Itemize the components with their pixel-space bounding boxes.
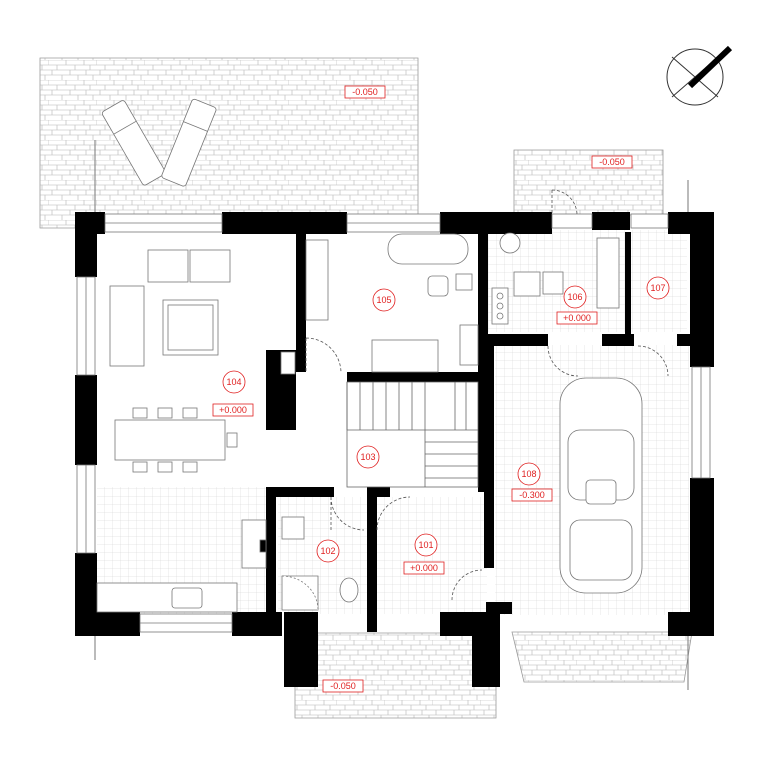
washer-icon: [513, 271, 541, 297]
washbasin-icon: [281, 516, 305, 540]
room-number-105: 105: [376, 295, 391, 305]
dining-table-icon: [114, 419, 226, 461]
level-terrace-top: -0.050: [352, 87, 378, 97]
doors: [305, 189, 669, 601]
room-markers: [222, 276, 670, 563]
north-arrow-icon: [666, 45, 733, 106]
level-room-104: +0.000: [219, 405, 247, 415]
sofa-icon: [371, 339, 439, 373]
level-values: -0.050 -0.050 -0.050 +0.000 +0.000 +0.00…: [219, 87, 625, 691]
furniture: [96, 98, 643, 613]
room-number-107: 107: [650, 283, 665, 293]
office-chair-icon: [427, 275, 449, 297]
sun-lounger-icon: [161, 98, 217, 187]
terrace-posts: [94, 140, 689, 690]
room-number-104: 104: [226, 377, 241, 387]
boiler-icon: [499, 232, 521, 254]
stove-icon: [280, 351, 296, 375]
room-number-102: 102: [320, 546, 335, 556]
room-numbers: 101 102 103 104 105 106 107 108: [226, 283, 665, 556]
terrace-right: [513, 149, 664, 216]
staircase: [346, 381, 479, 488]
car-icon: [559, 377, 643, 594]
level-boxes: [212, 85, 633, 693]
terraces: [39, 57, 693, 719]
garage-apron: [511, 631, 693, 683]
room-number-108: 108: [521, 469, 536, 479]
level-terrace-right: -0.050: [599, 157, 625, 167]
level-room-101: +0.000: [410, 563, 438, 573]
desk-icon: [387, 233, 469, 265]
room-number-101: 101: [418, 540, 433, 550]
walls: [75, 212, 714, 687]
level-room-106: +0.000: [563, 313, 591, 323]
sun-lounger-icon: [101, 100, 166, 186]
armchair-icon: [189, 249, 231, 283]
terrace-top: [39, 57, 419, 229]
terrace-bottom: [294, 632, 497, 719]
windows: [76, 213, 711, 633]
level-room-108: -0.300: [519, 490, 545, 500]
sink-icon: [171, 587, 203, 609]
dryer-icon: [542, 271, 564, 295]
toilet-icon: [339, 577, 359, 603]
kitchen-counter-icon: [96, 582, 238, 613]
room-number-106: 106: [567, 292, 582, 302]
sofa-icon: [109, 285, 145, 367]
armchair-icon: [147, 249, 189, 283]
room-number-103: 103: [360, 452, 375, 462]
level-terrace-bottom: -0.050: [330, 681, 356, 691]
hall-floor: [377, 497, 487, 614]
